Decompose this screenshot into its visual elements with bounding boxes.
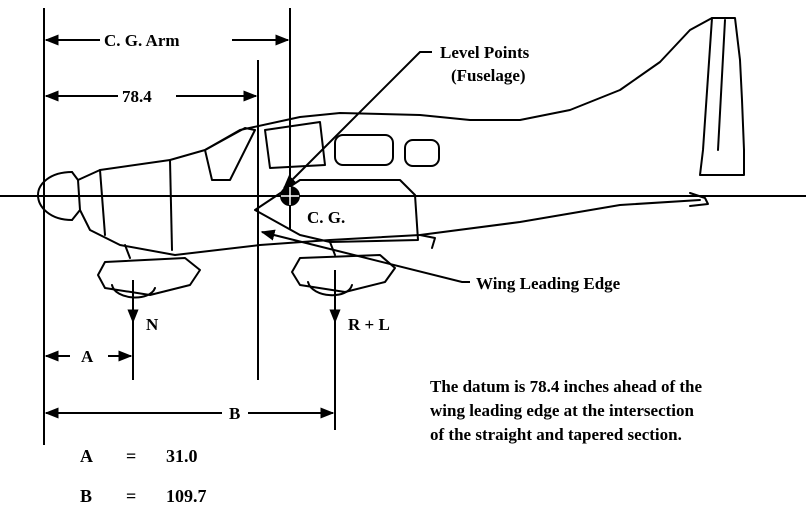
level-points-label: Level Points bbox=[440, 43, 530, 62]
cabin-window-front bbox=[264, 121, 326, 169]
nose-gear-strut bbox=[124, 244, 131, 259]
windshield bbox=[204, 127, 256, 181]
main-gear-fairing bbox=[291, 254, 396, 293]
main-gear-label: R + L bbox=[348, 315, 390, 334]
wing bbox=[254, 179, 419, 243]
fuselage-bottom bbox=[79, 199, 701, 256]
value-a-number: 31.0 bbox=[166, 446, 198, 466]
value-a-name: A bbox=[80, 446, 93, 466]
main-wheel bbox=[307, 281, 353, 297]
airplane-silhouette bbox=[37, 17, 745, 299]
arm-value-label: 78.4 bbox=[122, 87, 152, 106]
value-b-eq: = bbox=[126, 486, 136, 506]
main-gear-strut bbox=[329, 241, 336, 256]
fuselage-label: (Fuselage) bbox=[451, 66, 526, 85]
value-b-number: 109.7 bbox=[166, 486, 207, 506]
datum-note-line2: wing leading edge at the intersection bbox=[430, 401, 694, 420]
rudder-line bbox=[717, 19, 726, 151]
value-table: A = 31.0 B = 109.7 bbox=[80, 446, 207, 506]
cg-arm-label: C. G. Arm bbox=[104, 31, 180, 50]
dim-b-label: B bbox=[229, 404, 240, 423]
dim-a-label: A bbox=[81, 347, 94, 366]
door-line bbox=[169, 159, 173, 251]
value-b-name: B bbox=[80, 486, 92, 506]
cabin-window-rear bbox=[404, 139, 440, 167]
value-a-eq: = bbox=[126, 446, 136, 466]
level-points-leader bbox=[283, 51, 432, 189]
datum-note-line1: The datum is 78.4 inches ahead of the bbox=[430, 377, 702, 396]
cabin-window-mid bbox=[334, 134, 394, 166]
tail-fin bbox=[699, 17, 745, 176]
cg-label: C. G. bbox=[307, 208, 345, 227]
nose-gear-label: N bbox=[146, 315, 159, 334]
wing-leading-edge-leader bbox=[260, 229, 470, 283]
wing-step bbox=[419, 234, 436, 249]
datum-note-line3: of the straight and tapered section. bbox=[430, 425, 682, 444]
nose-gear-fairing bbox=[97, 257, 201, 296]
dimension-arrows bbox=[44, 34, 470, 419]
cowl-line bbox=[99, 169, 106, 236]
cg-symbol bbox=[280, 186, 300, 206]
wing-leading-edge-label: Wing Leading Edge bbox=[476, 274, 621, 293]
